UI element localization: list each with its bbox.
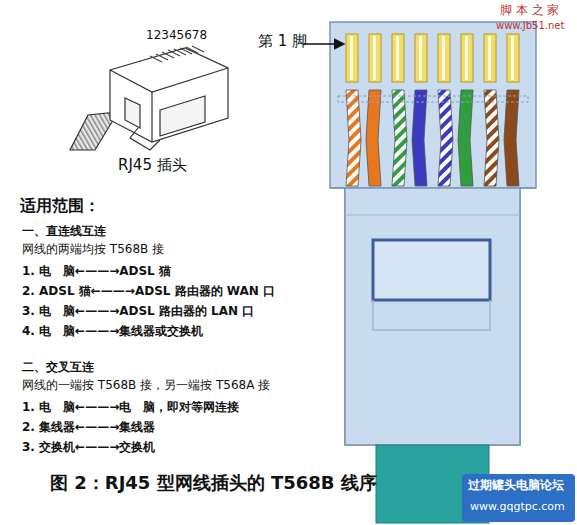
note-text: 3. 交换机←——→交换机 xyxy=(22,440,155,454)
figure-caption: 图 2：RJ45 型网线插头的 T568B 线序 xyxy=(50,472,377,494)
watermark-box xyxy=(462,474,575,522)
pin-highlight xyxy=(396,36,399,80)
crimp-line xyxy=(338,96,528,102)
pin-highlight xyxy=(373,36,376,80)
pin-highlight xyxy=(465,36,468,80)
note-text: 网线的一端按 T568B 接，另一端按 T568A 接 xyxy=(22,378,270,392)
pin-highlight xyxy=(511,36,514,80)
note-text: RJ45 插头 xyxy=(118,156,187,174)
wire xyxy=(366,90,381,186)
note-text: 2. 集线器←——→集线器 xyxy=(22,420,155,434)
note-text: 4. 电 脑←——→集线器或交换机 xyxy=(22,324,203,338)
big-plug-body xyxy=(330,22,536,523)
wire xyxy=(412,90,427,186)
gold-pin xyxy=(415,34,427,82)
wire xyxy=(346,90,361,186)
wire xyxy=(438,90,453,186)
watermark: 脚 本 之 家 xyxy=(500,3,559,17)
small-plug-sketch xyxy=(70,48,228,150)
wire xyxy=(392,90,407,186)
watermark: 过期罐头电脑论坛 xyxy=(468,478,564,492)
gold-pin xyxy=(484,34,496,82)
gold-pin xyxy=(346,34,358,82)
gold-pin xyxy=(392,34,404,82)
note-text: 一、直连线互连 xyxy=(22,224,106,238)
pin-highlight xyxy=(350,36,353,80)
note-text: 网线的两端均按 T568B 接 xyxy=(22,242,164,256)
pin-highlight xyxy=(442,36,445,80)
pin1-pointer xyxy=(304,43,344,45)
wire xyxy=(484,90,499,186)
note-text: 2. ADSL 猫←——→ADSL 路由器的 WAN 口 xyxy=(22,284,275,298)
wire-pairs xyxy=(346,90,519,186)
wire xyxy=(504,90,519,186)
note-text: 适用范围： xyxy=(20,196,100,215)
small-plug-pins xyxy=(150,46,204,62)
pin-highlight xyxy=(419,36,422,80)
watermark: www.gqgtpc.com xyxy=(470,500,565,513)
note-text: 1. 电 脑←——→电 脑，即对等网连接 xyxy=(22,400,239,414)
gold-pin xyxy=(461,34,473,82)
note-text: 二、交叉互连 xyxy=(22,360,94,374)
note-text: 1. 电 脑←——→ADSL 猫 xyxy=(22,264,171,278)
wire xyxy=(458,90,473,186)
pin-numbers: 12345678 xyxy=(146,28,207,42)
note-text: 3. 电 脑←——→ADSL 路由器的 LAN 口 xyxy=(22,304,254,318)
pin-highlight xyxy=(488,36,491,80)
gold-pin xyxy=(507,34,519,82)
gold-pins xyxy=(346,34,519,82)
gold-pin xyxy=(369,34,381,82)
watermark: www.Jb51.net xyxy=(496,20,564,32)
pin-callout: 第 1 脚 xyxy=(258,32,307,50)
gold-pin xyxy=(438,34,450,82)
